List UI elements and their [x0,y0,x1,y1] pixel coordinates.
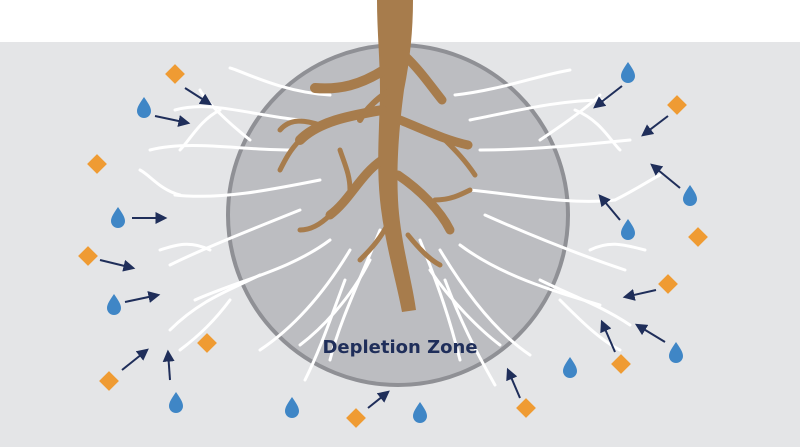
fine-root [428,268,502,347]
lateral-root [295,105,387,145]
water-droplet-icon [563,357,577,378]
lateral-root [357,217,393,263]
lateral-root [310,65,389,94]
fine-root [193,238,332,302]
lateral-root [442,137,478,178]
inflow-arrow-icon [506,367,521,399]
fine-root [148,144,292,152]
nutrient-diamond-icon [99,371,119,391]
lateral-root [277,137,303,173]
fine-root-network [138,66,662,387]
fine-root [168,273,262,332]
tap-root [377,0,416,312]
lateral-root [277,118,323,133]
fine-root [588,242,647,252]
fine-root [438,248,532,357]
inflow-arrow-icon [367,390,390,409]
tap-root-trunk [377,0,416,312]
fine-root [298,258,372,347]
fine-root [483,213,627,272]
lateral-root [337,147,353,193]
fine-root [443,278,497,387]
inflow-arrow-icon [162,349,175,381]
fine-root [228,66,332,97]
inflow-arrow-icon [184,87,213,106]
lateral-root [405,232,443,268]
water-droplet-icon [285,397,299,418]
fine-root [613,173,662,202]
fine-root [303,278,347,382]
lateral-roots [277,50,478,268]
nutrient-diamond-icon [346,408,366,428]
lateral-root [297,212,333,233]
lateral-root [395,115,473,150]
inflow-arrow-icon [154,115,191,127]
water-droplet-icon [669,342,683,363]
inflow-arrow-icon [598,194,621,221]
fine-root [538,278,632,327]
inflow-arrow-icon [650,163,681,189]
inflow-arrows [99,85,681,409]
lateral-root [393,170,455,235]
fine-root [158,242,212,252]
water-droplet-icon [683,185,697,206]
fine-root [178,298,232,352]
inflow-arrow-icon [593,85,623,109]
fine-root [558,298,622,352]
inflow-arrow-icon [124,291,161,303]
depletion-zone-label: Depletion Zone [322,337,477,358]
nutrient-diamond-icon [197,333,217,353]
water-droplet-icon [413,402,427,423]
inflow-arrow-icon [641,115,669,137]
inflow-arrow-icon [121,348,149,371]
water-droplet-icon [111,207,125,228]
fine-root [453,68,572,97]
lateral-root [399,50,447,105]
water-droplets [107,62,697,423]
fine-root [573,108,622,152]
water-droplet-icon [621,219,635,240]
fine-root [468,98,607,122]
lateral-root [357,87,395,123]
inflow-arrow-icon [634,323,666,343]
inflow-arrow-icon [99,259,136,272]
fine-root [168,208,302,267]
inflow-arrow-icon [622,289,657,301]
fine-root [258,248,352,352]
water-droplet-icon [137,97,151,118]
fine-root [173,178,322,198]
fine-root [178,108,222,152]
inflow-arrow-icon [600,319,616,353]
lateral-root [432,187,473,203]
water-droplet-icon [621,62,635,83]
fine-root [138,168,182,197]
fine-root [173,105,302,122]
water-droplet-icon [169,392,183,413]
lateral-root [325,155,387,220]
water-droplet-icon [107,294,121,315]
